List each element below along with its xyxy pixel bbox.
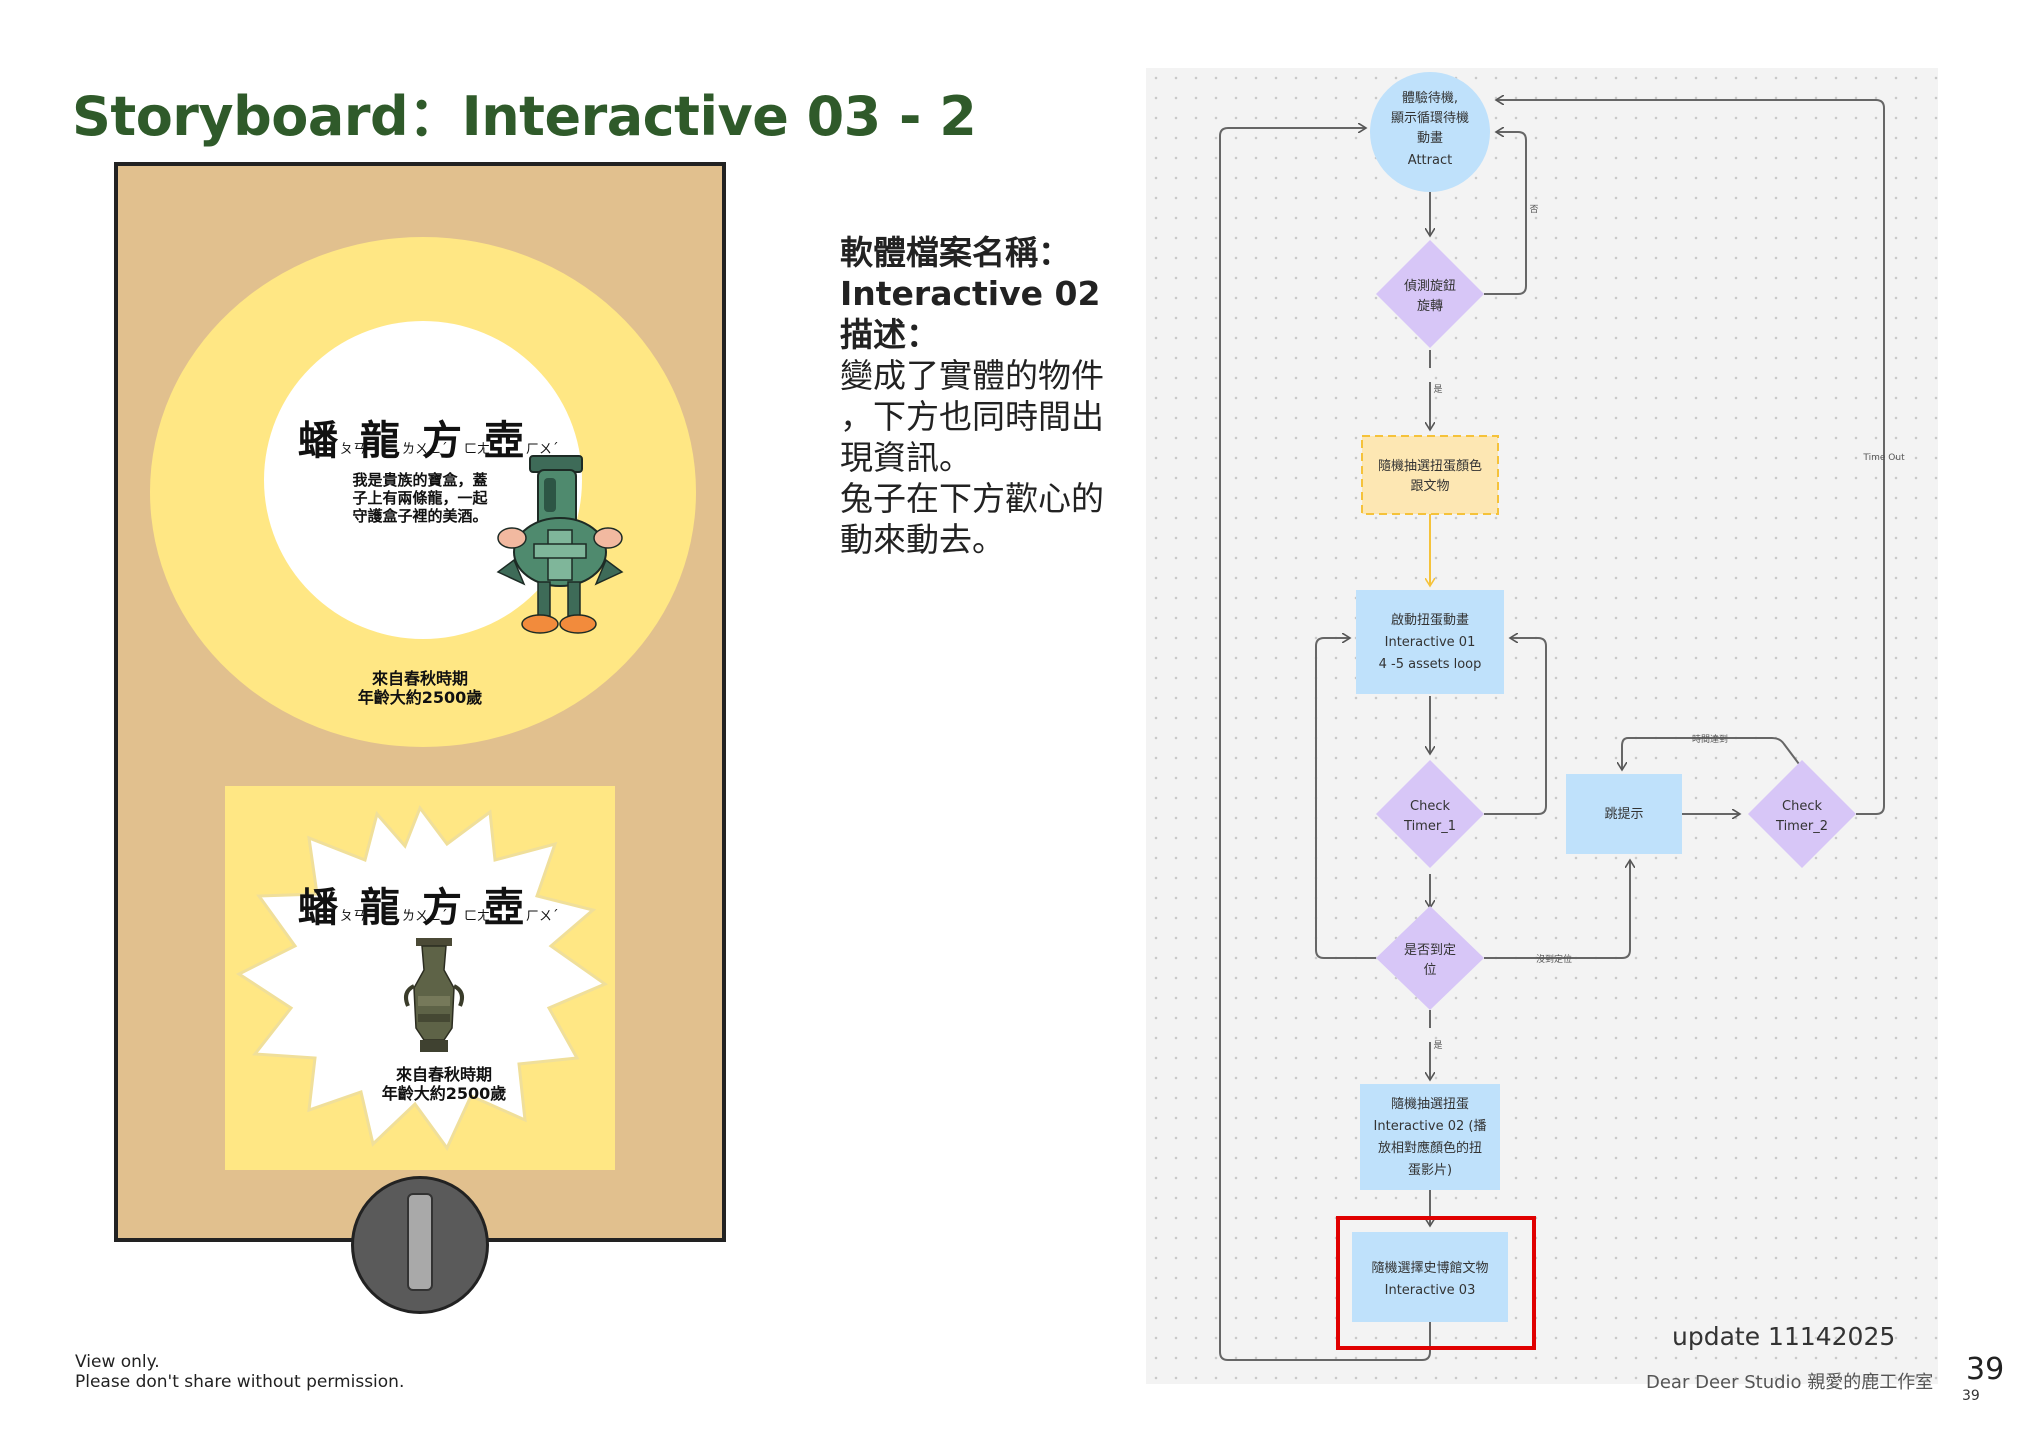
svg-text:啟動扭蛋動畫: 啟動扭蛋動畫	[1391, 613, 1469, 628]
svg-text:沒到定位: 沒到定位	[1536, 953, 1572, 965]
highlight-box	[1336, 1216, 1536, 1350]
artifact-name-bottom: 蟠ㄆㄢˊ龍ㄌㄨㄥˊ方ㄈㄤ壺ㄏㄨˊ	[298, 885, 559, 931]
svg-text:是否到定: 是否到定	[1404, 943, 1456, 958]
display-inner-circle	[264, 321, 582, 639]
file-label: 軟體檔案名稱：	[840, 233, 1071, 272]
footer-note: View only. Please don't share without pe…	[75, 1352, 405, 1392]
svg-text:Interactive 02 (播: Interactive 02 (播	[1374, 1119, 1487, 1134]
node-start-animation	[1356, 590, 1504, 694]
svg-text:體驗待機,: 體驗待機,	[1402, 91, 1458, 106]
flowchart: 體驗待機, 顯示循環待機 動畫 Attract 偵測旋鈕 旋轉 隨機抽選扭蛋顏色…	[1219, 72, 1905, 1361]
svg-text:動畫: 動畫	[1417, 131, 1443, 146]
svg-text:是: 是	[1433, 1040, 1442, 1051]
node-random-select	[1361, 435, 1499, 515]
knob-handle[interactable]	[407, 1193, 433, 1291]
svg-text:位: 位	[1423, 963, 1436, 978]
svg-text:顯示循環待機: 顯示循環待機	[1391, 111, 1469, 126]
page-title: Storyboard：Interactive 03 - 2	[72, 85, 977, 148]
artifact-intro: 我是貴族的寶盒，蓋 子上有兩條龍，一起 守護盒子裡的美酒。	[352, 471, 488, 525]
node-positioned	[1376, 906, 1484, 1010]
artifact-age-bottom: 來自春秋時期 年齡大約2500歲	[381, 1065, 507, 1103]
svg-text:隨機選擇史博館文物: 隨機選擇史博館文物	[1371, 1260, 1488, 1276]
bronze-pot-image	[404, 938, 464, 1052]
node-check-timer-1	[1376, 760, 1484, 868]
node-hint	[1566, 774, 1682, 854]
svg-text:Check: Check	[1410, 799, 1450, 814]
node-detect-knob	[1376, 240, 1484, 348]
svg-text:蛋影片): 蛋影片)	[1408, 1163, 1452, 1178]
svg-text:時間達到: 時間達到	[1692, 733, 1728, 745]
desc-label: 描述：	[840, 315, 939, 354]
svg-text:旋轉: 旋轉	[1417, 299, 1443, 314]
page-number-small: 39	[1962, 1388, 1980, 1404]
description-block: 軟體檔案名稱： Interactive 02 描述： 變成了實體的物件 ，下方也…	[840, 232, 1130, 560]
svg-text:Check: Check	[1782, 799, 1822, 814]
svg-text:隨機抽選扭蛋: 隨機抽選扭蛋	[1391, 1097, 1469, 1112]
update-label: update 11142025	[1672, 1322, 1896, 1351]
svg-text:放相對應顏色的扭: 放相對應顏色的扭	[1378, 1140, 1482, 1156]
svg-text:Time Out: Time Out	[1862, 453, 1905, 463]
svg-text:Interactive 03: Interactive 03	[1385, 1283, 1476, 1298]
node-attract	[1370, 72, 1490, 192]
svg-text:Attract: Attract	[1408, 153, 1452, 168]
svg-text:4 -5 assets loop: 4 -5 assets loop	[1379, 657, 1482, 672]
svg-text:跳提示: 跳提示	[1604, 806, 1643, 822]
svg-text:Timer_1: Timer_1	[1403, 819, 1456, 834]
node-random-egg	[1360, 1084, 1500, 1190]
svg-text:否: 否	[1529, 204, 1538, 215]
svg-text:Interactive 01: Interactive 01	[1385, 635, 1476, 650]
page-number: 39	[1966, 1352, 2005, 1387]
svg-text:跟文物: 跟文物	[1410, 479, 1449, 494]
svg-text:Timer_2: Timer_2	[1775, 819, 1828, 834]
flowchart-panel	[1146, 68, 1938, 1384]
studio-label: Dear Deer Studio 親愛的鹿工作室	[1646, 1372, 1934, 1393]
node-random-museum	[1352, 1232, 1508, 1322]
node-check-timer-2	[1748, 760, 1856, 868]
artifact-name-top: 蟠ㄆㄢˊ龍ㄌㄨㄥˊ方ㄈㄤ壺ㄏㄨˊ	[298, 418, 559, 464]
svg-text:是: 是	[1433, 384, 1442, 395]
svg-text:隨機抽選扭蛋顏色: 隨機抽選扭蛋顏色	[1378, 458, 1482, 474]
artifact-age-top: 來自春秋時期 年齡大約2500歲	[357, 669, 483, 707]
svg-text:偵測旋鈕: 偵測旋鈕	[1404, 279, 1456, 294]
file-name: Interactive 02	[840, 274, 1101, 313]
mascot-character	[496, 455, 624, 634]
